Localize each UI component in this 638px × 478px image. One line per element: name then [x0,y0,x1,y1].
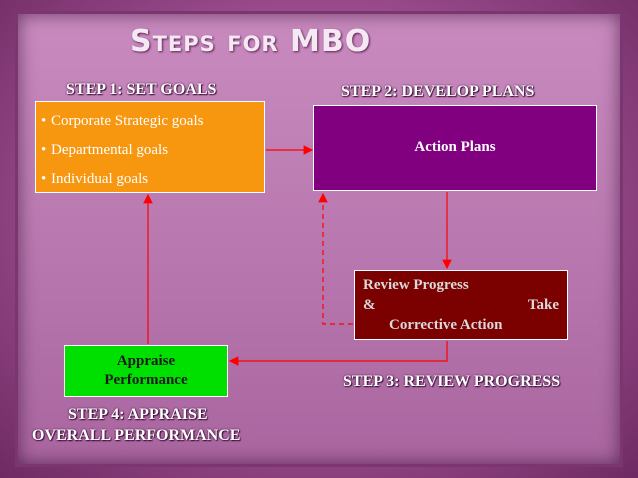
goal-item: •Corporate Strategic goals [41,107,264,136]
goal-text: Individual goals [51,171,149,187]
goal-text: Departmental goals [51,142,169,158]
arrow-review-to-appraise [228,341,448,366]
set-goals-box: •Corporate Strategic goals •Departmental… [35,101,265,193]
step4-heading-line2: OVERALL PERFORMANCE [32,427,241,444]
appraise-performance-box: Appraise Performance [64,345,228,397]
goal-item: •Individual goals [41,165,264,194]
review-line2-left: & [363,297,376,313]
step1-heading: STEP 1: SET GOALS [66,81,217,98]
slide-title: Steps for MBO [130,24,372,59]
review-line1: Review Progress [363,277,469,293]
review-line3: Corrective Action [389,317,503,333]
bullet-icon: • [41,171,47,187]
step2-heading: STEP 2: DEVELOP PLANS [341,83,535,100]
action-plans-label: Action Plans [414,139,496,155]
goal-text: Corporate Strategic goals [51,113,204,129]
goal-item: •Departmental goals [41,136,264,165]
step4-heading-line1: STEP 4: APPRAISE [68,406,208,423]
appraise-line2: Performance [104,372,188,388]
bullet-icon: • [41,113,47,129]
review-line2-right: Take [527,297,559,313]
step3-heading: STEP 3: REVIEW PROGRESS [343,373,561,390]
review-progress-box: Review Progress & Take Corrective Action [354,270,568,340]
appraise-line1: Appraise [116,353,176,369]
bullet-icon: • [41,142,47,158]
action-plans-box: Action Plans [313,105,597,191]
arrow-feedback-review-to-plans [318,192,353,325]
